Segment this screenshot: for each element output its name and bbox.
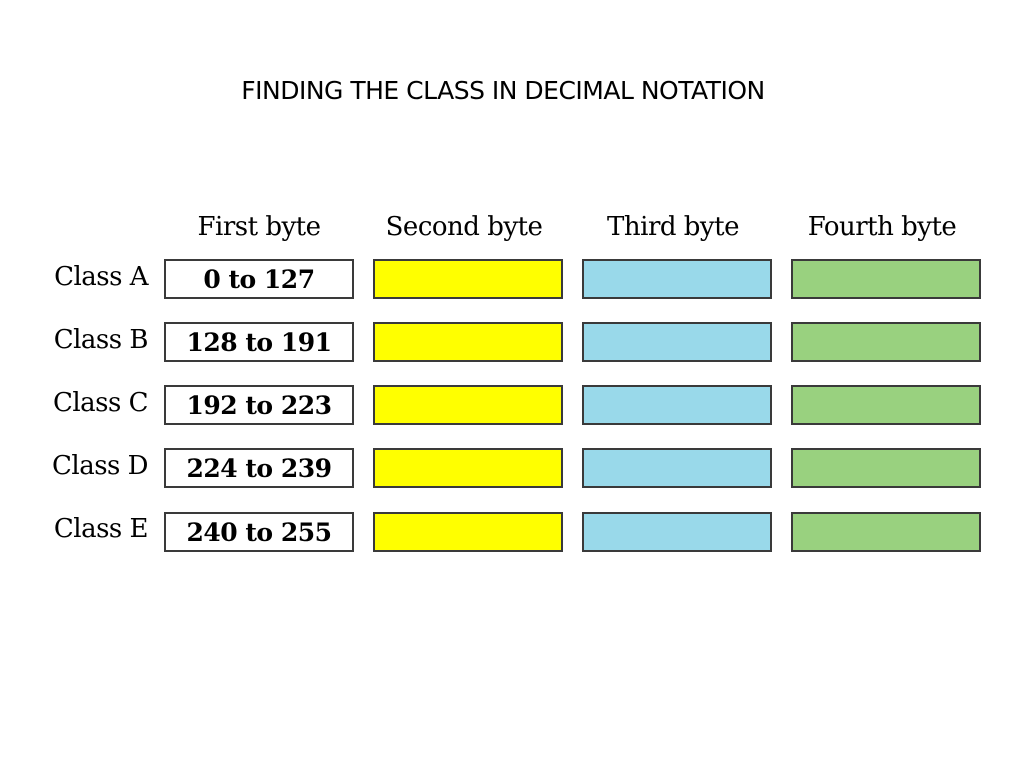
slide-title: FINDING THE CLASS IN DECIMAL NOTATION (241, 76, 765, 105)
first-byte-range-cell: 128 to 191 (164, 322, 354, 362)
second-byte-cell (373, 322, 563, 362)
fourth-byte-cell (791, 448, 981, 488)
first-byte-range-cell: 192 to 223 (164, 385, 354, 425)
first-byte-range-cell: 0 to 127 (164, 259, 354, 299)
fourth-byte-cell (791, 512, 981, 552)
header-second-byte: Second byte (385, 212, 543, 242)
fourth-byte-cell (791, 385, 981, 425)
third-byte-cell (582, 259, 772, 299)
second-byte-cell (373, 259, 563, 299)
second-byte-cell (373, 448, 563, 488)
row-label-class-e: Class E (53, 514, 149, 544)
fourth-byte-cell (791, 322, 981, 362)
second-byte-cell (373, 385, 563, 425)
first-byte-range-cell: 224 to 239 (164, 448, 354, 488)
row-label-class-a: Class A (54, 262, 148, 292)
header-third-byte: Third byte (607, 212, 739, 242)
second-byte-cell (373, 512, 563, 552)
third-byte-cell (582, 385, 772, 425)
third-byte-cell (582, 448, 772, 488)
row-label-class-c: Class C (52, 388, 149, 418)
row-label-class-b: Class B (53, 325, 149, 355)
header-fourth-byte: Fourth byte (807, 212, 957, 242)
row-label-class-d: Class D (51, 451, 149, 481)
third-byte-cell (582, 322, 772, 362)
header-first-byte: First byte (197, 212, 321, 242)
fourth-byte-cell (791, 259, 981, 299)
third-byte-cell (582, 512, 772, 552)
first-byte-range-cell: 240 to 255 (164, 512, 354, 552)
